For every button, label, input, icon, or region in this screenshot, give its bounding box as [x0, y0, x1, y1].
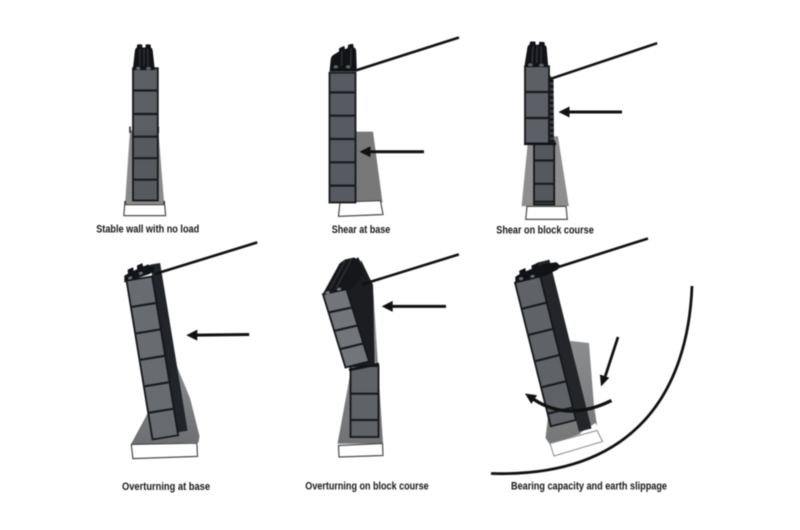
svg-text:Shear at base: Shear at base	[332, 224, 391, 236]
svg-text:Overturning on block course: Overturning on block course	[305, 481, 428, 493]
svg-text:Shear on block course: Shear on block course	[496, 225, 594, 237]
svg-text:Bearing capacity and earth sli: Bearing capacity and earth slippage	[511, 481, 667, 493]
svg-text:Overturning at base: Overturning at base	[122, 481, 210, 493]
svg-text:Stable wall with no load: Stable wall with no load	[96, 224, 199, 236]
